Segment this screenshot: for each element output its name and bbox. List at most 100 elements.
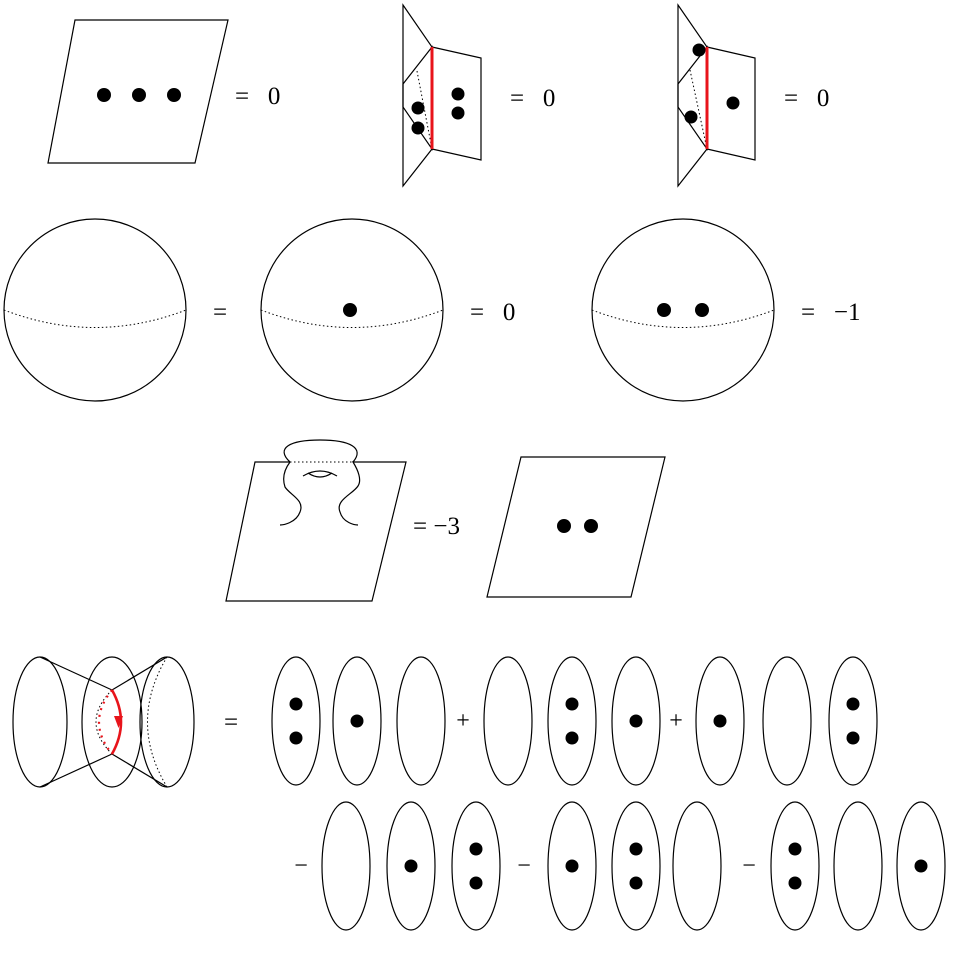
- operator: +: [669, 708, 683, 734]
- disk: [451, 801, 501, 931]
- disk: [833, 801, 883, 931]
- disk: [547, 801, 597, 931]
- dot: [411, 101, 425, 115]
- dot: [451, 106, 465, 120]
- right-sheet: [431, 46, 482, 161]
- plane-sheet: [486, 456, 666, 598]
- operator: +: [456, 708, 470, 734]
- neck-circle-front: [110, 689, 123, 755]
- relation-text: =: [213, 299, 227, 326]
- neck-terms-row-2: −−−: [294, 801, 946, 931]
- relation-text: = −1: [801, 299, 860, 326]
- dot: [350, 714, 364, 728]
- sphere-equator: [260, 309, 444, 328]
- handle-hole-upper: [307, 472, 333, 478]
- disk: [386, 801, 436, 931]
- disk: [828, 656, 878, 786]
- disk: [611, 656, 661, 786]
- hidden-right-back: [147, 656, 168, 788]
- plane-three-dots-figure: [47, 19, 229, 164]
- neck-cobordism-figure: [12, 656, 195, 788]
- plane-with-handle: [225, 461, 407, 602]
- disk: [611, 801, 661, 931]
- sphere-outline: [591, 218, 775, 402]
- dot: [726, 96, 740, 110]
- dot: [914, 859, 928, 873]
- dot: [584, 519, 598, 533]
- sphere-equator: [3, 309, 187, 328]
- seam-two-dots-figure: [677, 3, 756, 188]
- dot: [692, 43, 706, 57]
- relation-text: = 0: [510, 85, 555, 112]
- handle-left-leg: [279, 461, 302, 526]
- dot: [289, 697, 303, 711]
- operator: −: [517, 853, 531, 879]
- relation-text: = 0: [470, 299, 515, 326]
- cone-top-left: [39, 656, 113, 691]
- handle-hole-lower: [302, 470, 338, 477]
- neck-circle-hidden: [98, 689, 113, 755]
- dot: [695, 303, 709, 317]
- disk: [896, 801, 946, 931]
- disk: [547, 656, 597, 786]
- disk: [672, 801, 722, 931]
- sphere-empty-figure: [3, 218, 187, 402]
- cone-top-right: [111, 656, 168, 691]
- dot: [657, 303, 671, 317]
- dot: [557, 519, 571, 533]
- dot: [343, 303, 357, 317]
- front-sheet: [402, 45, 433, 188]
- dot: [713, 714, 727, 728]
- relation-text: = 0: [784, 85, 829, 112]
- dot: [629, 842, 643, 856]
- dot: [469, 876, 483, 890]
- sphere-one-dot-figure: [260, 218, 444, 402]
- hidden-edge: [689, 69, 708, 150]
- dot: [404, 859, 418, 873]
- handle-top: [283, 439, 358, 463]
- dot: [565, 859, 579, 873]
- dot: [451, 87, 465, 101]
- disk: [770, 801, 820, 931]
- sphere-equator: [591, 309, 775, 328]
- disk: [396, 656, 446, 786]
- sphere-outline: [3, 218, 187, 402]
- disk: [762, 656, 812, 786]
- disk: [695, 656, 745, 786]
- disk: [271, 656, 321, 786]
- relation-text: =: [224, 709, 238, 736]
- relation-text: = −3: [413, 513, 460, 540]
- dot: [289, 731, 303, 745]
- hidden-edge: [416, 70, 433, 150]
- middle-disk: [81, 656, 143, 788]
- dot: [565, 731, 579, 745]
- dot: [846, 697, 860, 711]
- plane-two-dots-figure: [486, 456, 666, 598]
- dot: [788, 842, 802, 856]
- neck-terms-row-1: ++: [271, 656, 878, 786]
- operator: −: [742, 853, 756, 879]
- relation-text: = 0: [235, 83, 280, 110]
- operator: −: [294, 853, 308, 879]
- orientation-arrow-icon: [114, 716, 123, 728]
- disk: [483, 656, 533, 786]
- dot: [411, 121, 425, 135]
- dot: [167, 88, 181, 102]
- dot: [97, 88, 111, 102]
- disk: [332, 656, 382, 786]
- dot: [788, 876, 802, 890]
- handle-plane-figure: [225, 439, 407, 602]
- sphere-two-dots-figure: [591, 218, 775, 402]
- back-sheet: [677, 3, 708, 151]
- dot: [132, 88, 146, 102]
- left-disk: [12, 656, 68, 788]
- dot: [565, 697, 579, 711]
- cone-bottom-right: [111, 753, 168, 788]
- seam-four-dots-figure: [402, 3, 482, 188]
- dot: [629, 876, 643, 890]
- cone-bottom-left: [39, 753, 113, 788]
- plane-sheet: [47, 19, 229, 164]
- dot: [846, 731, 860, 745]
- dot: [629, 714, 643, 728]
